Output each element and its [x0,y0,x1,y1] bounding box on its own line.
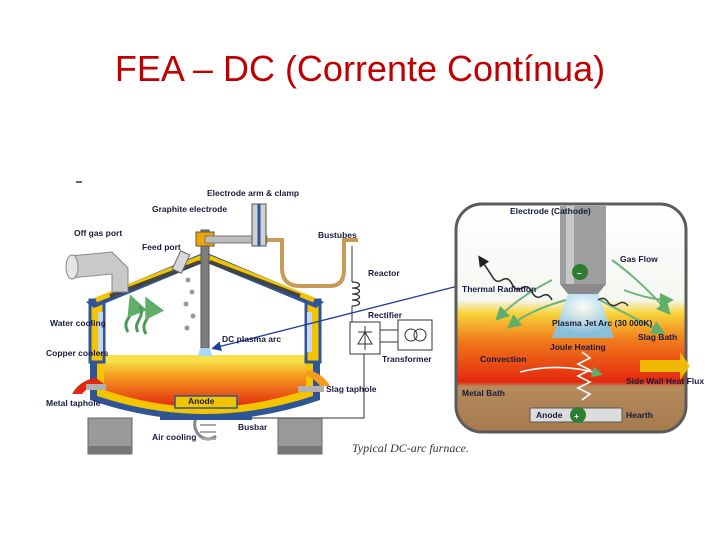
label-reactor: Reactor [368,268,400,278]
label-joule-heating: Joule Heating [550,342,606,352]
label-feed-port: Feed port [142,242,181,252]
label-off-gas: Off gas port [74,228,122,238]
label-copper-coolers: Copper coolers [46,348,109,358]
molten-bath [104,360,306,407]
label-electrode-arm: Electrode arm & clamp [207,188,299,198]
busbar [160,414,252,420]
graphite-electrode [200,229,210,349]
label-side-wall: Side Wall Heat Flux [626,376,704,386]
anode-block [174,395,238,409]
label-bustubes: Bustubes [318,230,357,240]
svg-text:+: + [574,411,579,421]
label-air-cooling: Air cooling [152,432,196,442]
label-metal-taphole: Metal taphole [46,398,101,408]
joule-heating-wave [576,351,592,401]
label-slag-taphole: Slag taphole [326,384,377,394]
label-arc: Arc (30 000K) [598,318,653,328]
label-thermal-radiation: Thermal Radiation [462,284,536,294]
label-electrode-cathode: Electrode (Cathode) [510,206,591,216]
side-wall-flux-arrow [640,352,690,380]
label-busbar: Busbar [238,422,268,432]
label-slag-bath: Slag Bath [638,332,677,342]
feed-port [171,250,191,274]
label-anode: Anode [188,396,215,406]
label-water-cooling: Water cooling [50,318,106,328]
transformer-box [397,319,433,351]
arc-detail-panel: – + Electrode (Cathode) Gas Flow Thermal… [454,202,704,434]
label-graphite-electrode: Graphite electrode [152,204,227,214]
label-hearth: Hearth [626,410,653,420]
cathode-minus-badge [572,264,588,280]
label-convection: Convection [480,354,526,364]
callout-arrow-to-detail [211,285,459,352]
label-gas-flow: Gas Flow [620,254,658,264]
label-transformer: Transformer [382,354,432,364]
slag-taphole-jet [306,370,330,386]
furnace-group: Graphite electrode Electrode arm & clamp… [46,181,469,455]
label-rectifier: Rectifier [368,310,403,320]
gas-flow-arrows [124,294,165,335]
plasma-arc-cone [552,294,614,338]
bustube [267,238,358,288]
off-gas-port [65,251,129,293]
reactor-coil [351,281,361,307]
furnace-caption: Typical DC-arc furnace. [352,441,469,455]
label-plasma-jet: Plasma Jet [552,318,597,328]
thermal-radiation-wave [478,255,553,301]
air-cooling-fan [193,417,217,441]
page-title: FEA – DC (Corrente Contínua) [114,48,606,89]
anode-plus-badge [570,407,586,423]
label-detail-anode: Anode [536,410,563,420]
label-dc-plasma-arc: DC plasma arc [222,334,281,344]
label-metal-bath: Metal Bath [462,388,505,398]
svg-text:–: – [577,268,582,278]
